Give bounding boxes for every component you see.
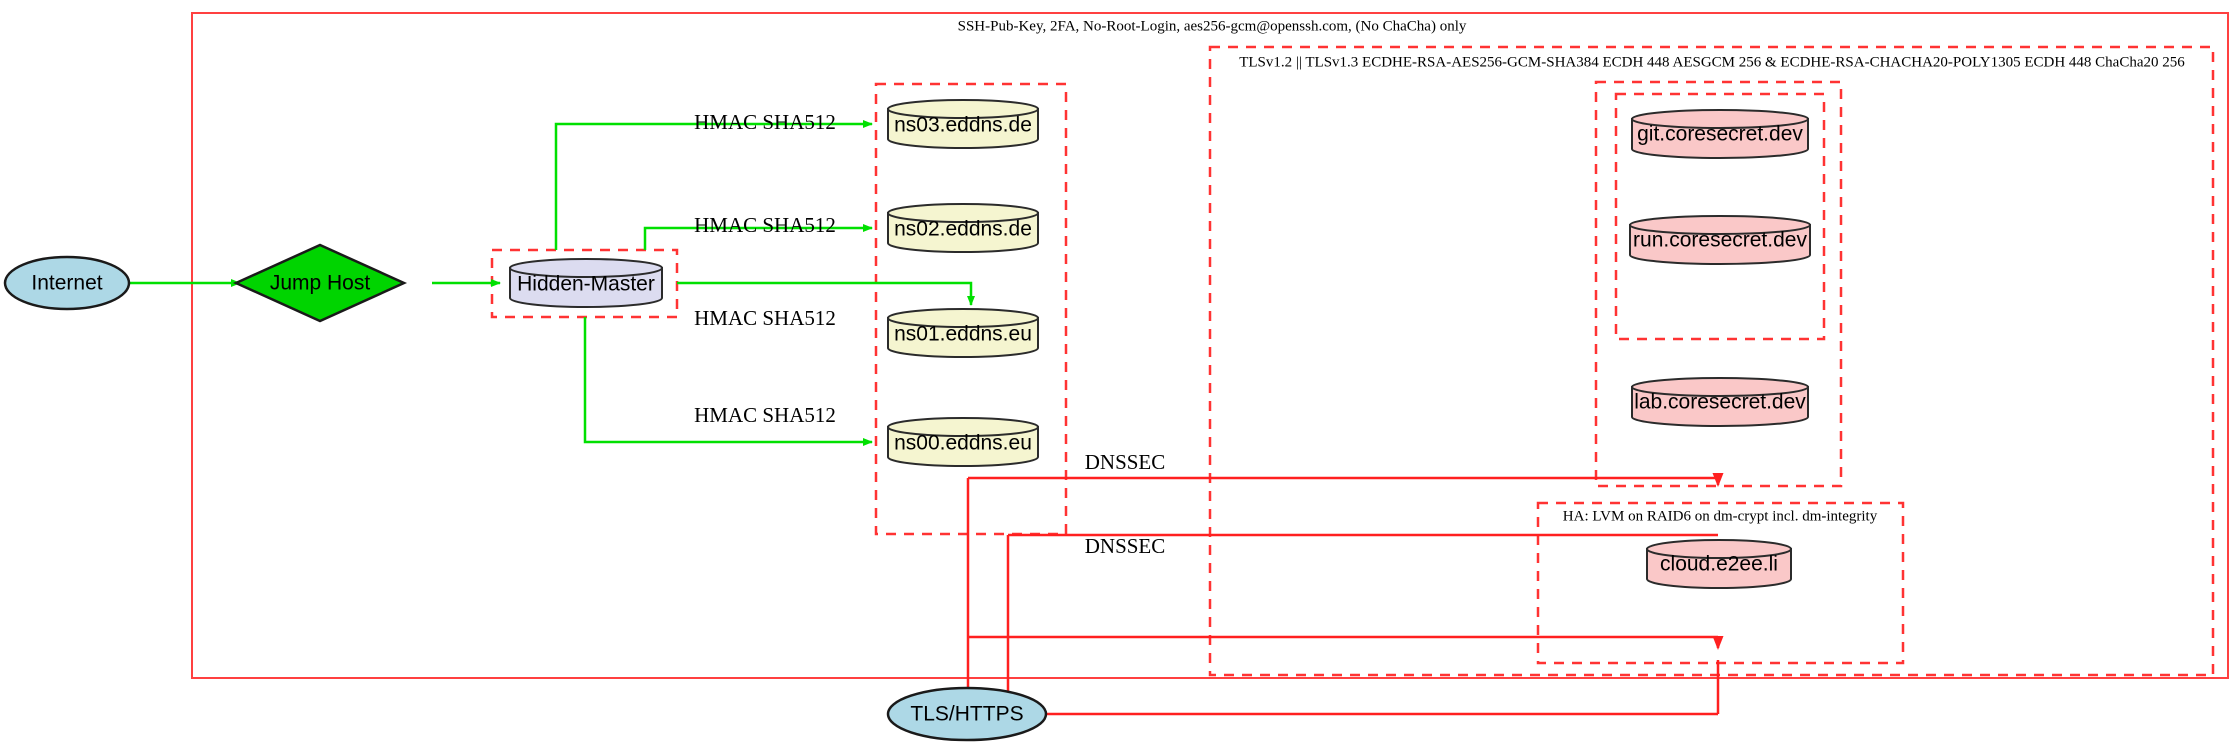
green-edges [128,120,975,446]
node-hidden-master[interactable]: Hidden-Master [509,258,663,308]
node-jump-host-label: Jump Host [270,272,371,295]
node-jump-host[interactable]: Jump Host [232,243,408,323]
ha-cluster-label: HA: LVM on RAID6 on dm-crypt incl. dm-in… [1563,508,1878,524]
ssh-cluster-label: SSH-Pub-Key, 2FA, No-Root-Login, aes256-… [958,18,1467,34]
dns-cluster [874,82,1068,536]
node-ns01-label: ns01.eddns.eu [894,323,1032,346]
node-internet-label: Internet [31,272,102,295]
node-cloud-e2ee[interactable]: cloud.e2ee.li [1646,539,1792,589]
node-git-coresecret-label: git.coresecret.dev [1637,123,1803,146]
node-ns00-label: ns00.eddns.eu [894,432,1032,455]
edge-label-hmac-ns01: HMAC SHA512 [694,306,836,330]
node-lab-coresecret[interactable]: lab.coresecret.dev [1631,377,1809,427]
coresecret-inner-cluster [1614,92,1826,341]
tls-cluster-label: TLSv1.2 || TLSv1.3 ECDHE-RSA-AES256-GCM-… [1239,54,2185,70]
edge-label-dnssec-upper: DNSSEC [1085,450,1166,474]
node-ns00[interactable]: ns00.eddns.eu [887,417,1039,467]
node-ns03-label: ns03.eddns.de [894,114,1032,137]
node-hidden-master-label: Hidden-Master [517,273,655,296]
node-lab-coresecret-label: lab.coresecret.dev [1634,391,1806,414]
edge-labels: HMAC SHA512 HMAC SHA512 HMAC SHA512 HMAC… [694,110,1165,558]
node-internet[interactable]: Internet [3,255,131,311]
node-cloud-e2ee-label: cloud.e2ee.li [1660,553,1778,576]
tls-cluster: TLSv1.2 || TLSv1.3 ECDHE-RSA-AES256-GCM-… [1208,45,2215,677]
node-ns02-label: ns02.eddns.de [894,218,1032,241]
node-ns03[interactable]: ns03.eddns.de [887,99,1039,149]
ha-cluster: HA: LVM on RAID6 on dm-crypt incl. dm-in… [1536,501,1905,665]
node-git-coresecret[interactable]: git.coresecret.dev [1631,109,1809,159]
edge-label-dnssec-lower: DNSSEC [1085,534,1166,558]
edge-label-hmac-ns00: HMAC SHA512 [694,403,836,427]
red-edges [966,473,1724,716]
node-ns02[interactable]: ns02.eddns.de [887,203,1039,253]
ssh-cluster: SSH-Pub-Key, 2FA, No-Root-Login, aes256-… [191,12,2229,679]
edge-label-hmac-ns03: HMAC SHA512 [694,110,836,134]
node-tls-https-label: TLS/HTTPS [910,703,1023,726]
node-run-coresecret-label: run.coresecret.dev [1633,229,1807,252]
node-tls-https[interactable]: TLS/HTTPS [886,686,1048,742]
node-ns01[interactable]: ns01.eddns.eu [887,308,1039,358]
node-run-coresecret[interactable]: run.coresecret.dev [1629,215,1811,265]
edge-label-hmac-ns02: HMAC SHA512 [694,213,836,237]
